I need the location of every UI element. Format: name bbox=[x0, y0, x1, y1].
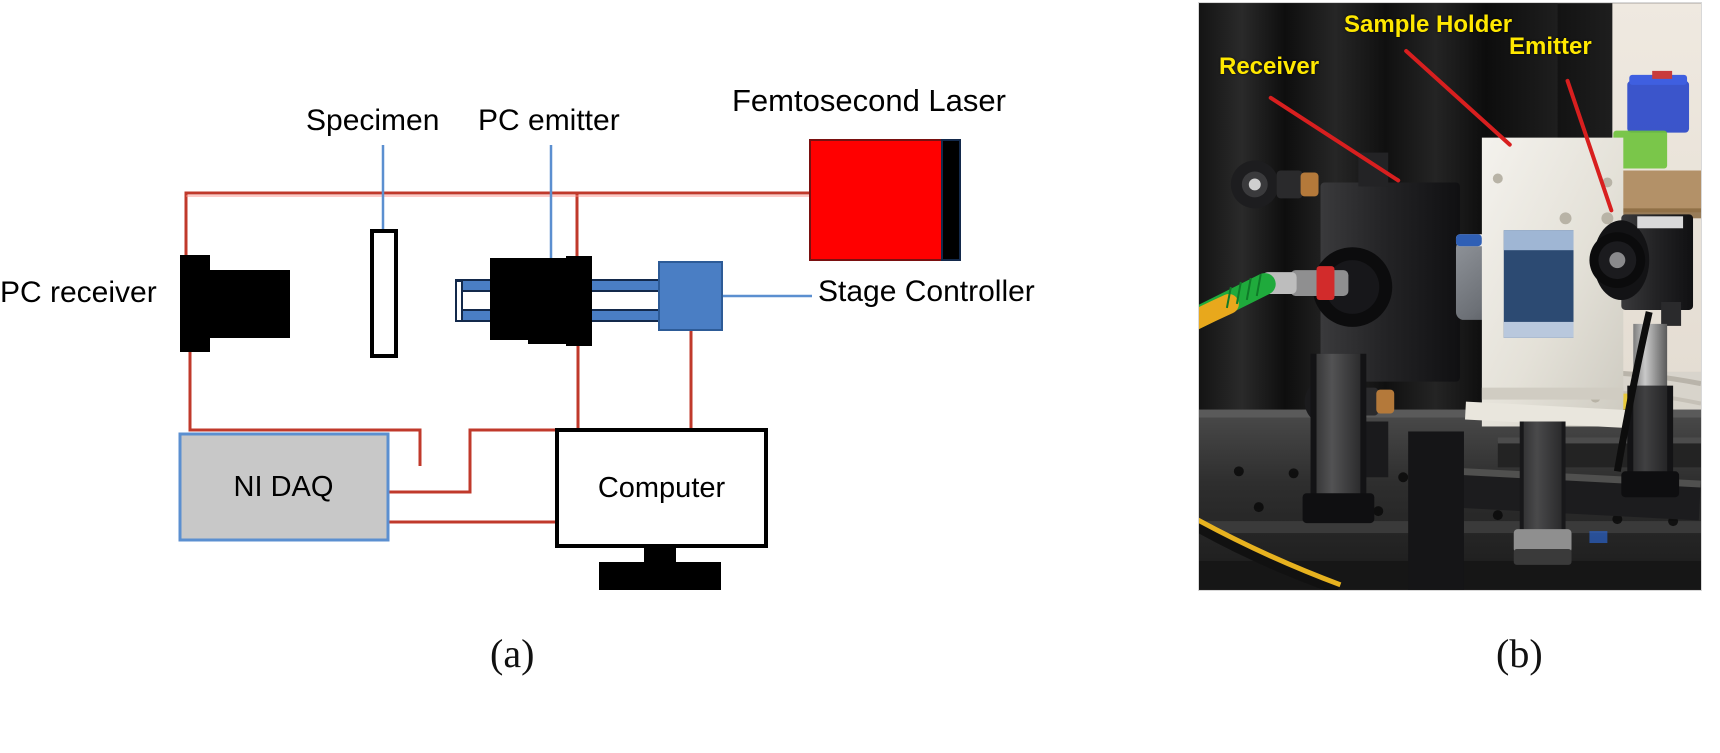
background-bins bbox=[1611, 70, 1701, 219]
photo-annotation-emitter: Emitter bbox=[1509, 33, 1592, 60]
leader-sample-holder bbox=[1404, 48, 1512, 147]
femtosecond-laser-component bbox=[809, 139, 961, 261]
pc-receiver-component bbox=[180, 255, 290, 352]
label-pc-emitter: PC emitter bbox=[478, 104, 620, 137]
wire-emitter-to-daq bbox=[388, 340, 580, 494]
kinematic-knob-top bbox=[1230, 160, 1319, 209]
panel-b-photograph: Receiver Sample Holder Emitter (b) bbox=[1098, 0, 1720, 753]
foreground-post bbox=[1408, 431, 1464, 590]
fiber-cable-arc bbox=[1199, 517, 1342, 590]
label-stage-controller: Stage Controller bbox=[818, 275, 1035, 308]
schematic-drawing bbox=[178, 139, 961, 590]
stage-controller-component bbox=[658, 261, 723, 331]
receiver-post bbox=[1302, 353, 1375, 524]
label-ni-daq: NI DAQ bbox=[233, 470, 334, 503]
pc-emitter-component bbox=[490, 256, 592, 346]
specimen-component bbox=[370, 229, 398, 358]
leader-emitter bbox=[1565, 78, 1614, 213]
sample-holder-post bbox=[1513, 421, 1572, 565]
fiber-jacket bbox=[1199, 273, 1276, 330]
label-femtosecond-laser: Femtosecond Laser bbox=[732, 83, 1006, 118]
photo-annotation-receiver: Receiver bbox=[1219, 53, 1320, 80]
wire-receiver-to-laser bbox=[184, 191, 815, 262]
computer-component bbox=[555, 428, 768, 590]
photograph-render bbox=[1199, 3, 1701, 590]
signal-wiring bbox=[184, 191, 815, 524]
photo-annotation-sample-holder: Sample Holder bbox=[1344, 11, 1513, 38]
photograph-image: Receiver Sample Holder Emitter bbox=[1198, 2, 1702, 591]
label-computer: Computer bbox=[597, 471, 726, 504]
panel-a-caption: (a) bbox=[490, 631, 535, 676]
leader-receiver bbox=[1268, 95, 1401, 183]
control-wiring bbox=[381, 145, 812, 298]
wire-receiver-to-daq bbox=[188, 345, 422, 466]
fiber-connector bbox=[1262, 266, 1349, 300]
emitter-module bbox=[1589, 214, 1694, 498]
panel-b-caption: (b) bbox=[1496, 631, 1543, 676]
annotation-leader-lines bbox=[1268, 48, 1614, 213]
label-specimen: Specimen bbox=[306, 104, 440, 137]
ni-daq-component bbox=[178, 432, 390, 542]
panel-a-schematic: PC receiver Specimen PC emitter Femtosec… bbox=[0, 83, 1035, 676]
label-pc-receiver: PC receiver bbox=[0, 276, 157, 309]
